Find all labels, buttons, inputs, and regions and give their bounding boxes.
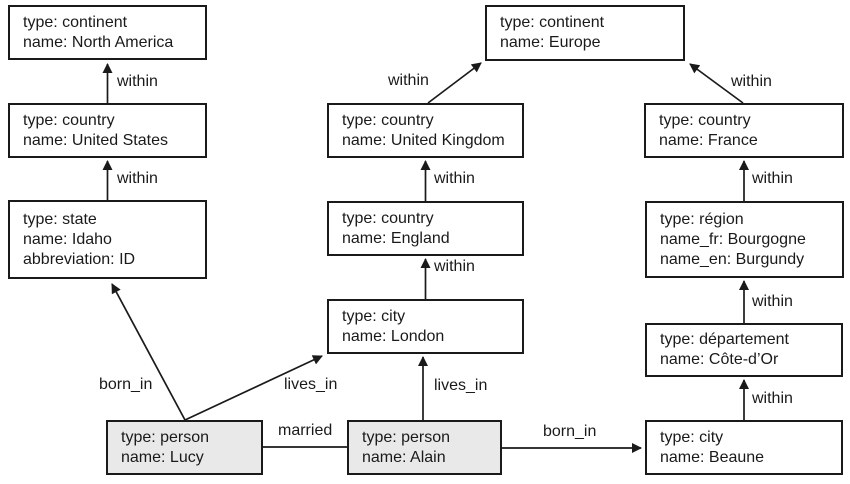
node-bourgogne: type: région name_fr: Bourgogne name_en:… bbox=[645, 201, 844, 278]
node-line: name: England bbox=[342, 229, 450, 247]
node-line: name: Idaho bbox=[23, 230, 112, 248]
node-line: name: Europe bbox=[500, 34, 601, 51]
node-line: type: person bbox=[121, 428, 210, 446]
node-england: type: country name: England bbox=[327, 201, 524, 256]
edge-label-france-to-europe: within bbox=[731, 73, 772, 90]
edge-label-idaho-to-us: within bbox=[117, 170, 158, 187]
node-line: name: Beaune bbox=[660, 448, 765, 466]
node-line: name_fr: Bourgogne bbox=[660, 230, 806, 248]
node-united-kingdom: type: country name: United Kingdom bbox=[327, 103, 524, 158]
edge-lucy-to-idaho bbox=[111, 283, 186, 421]
node-line: type: country bbox=[659, 111, 751, 129]
edge-label-uk-to-europe: within bbox=[388, 72, 429, 89]
node-line: type: city bbox=[342, 307, 406, 325]
node-beaune: type: city name: Beaune bbox=[645, 420, 843, 475]
node-line: type: département bbox=[660, 331, 789, 348]
node-lucy: type: person name: Lucy bbox=[106, 420, 263, 475]
node-line: name_en: Burgundy bbox=[660, 250, 805, 268]
node-line: type: région bbox=[660, 210, 744, 228]
node-line: name: London bbox=[342, 327, 445, 345]
edge-label-bourgogne-to-france: within bbox=[752, 170, 793, 187]
node-line: abbreviation: ID bbox=[23, 250, 136, 268]
node-line: name: Alain bbox=[362, 448, 446, 466]
edge-lucy-to-london bbox=[184, 355, 323, 421]
edge-label-alain-to-london: lives_in bbox=[434, 377, 488, 394]
node-line: name: Lucy bbox=[121, 448, 204, 466]
node-line: type: city bbox=[660, 428, 724, 446]
node-europe: type: continent name: Europe bbox=[485, 5, 685, 61]
node-alain: type: person name: Alain bbox=[347, 420, 502, 475]
edge-label-lucy-to-idaho: born_in bbox=[99, 376, 153, 393]
edge-label-england-to-uk: within bbox=[434, 170, 475, 187]
node-line: name: Côte-d’Or bbox=[660, 351, 779, 368]
edge-label-married: married bbox=[278, 422, 333, 439]
node-london: type: city name: London bbox=[327, 299, 524, 354]
node-line: type: country bbox=[342, 111, 434, 129]
node-north-america: type: continent name: North America bbox=[8, 5, 207, 60]
edge-label-beaune-to-cotedor: within bbox=[752, 390, 793, 407]
node-line: name: France bbox=[659, 131, 758, 149]
node-line: name: United States bbox=[23, 131, 168, 149]
node-line: type: state bbox=[23, 210, 97, 228]
edge-uk-to-europe bbox=[427, 62, 482, 104]
edge-label-alain-to-beaune: born_in bbox=[543, 423, 597, 440]
edge-label-us-to-north-america: within bbox=[117, 73, 158, 90]
node-line: name: United Kingdom bbox=[342, 131, 505, 149]
edge-label-cotedor-to-bourgogne: within bbox=[752, 293, 793, 310]
node-line: type: country bbox=[342, 209, 434, 227]
node-line: name: North America bbox=[23, 33, 174, 51]
node-line: type: continent bbox=[500, 14, 605, 31]
node-cote-dor: type: département name: Côte-d’Or bbox=[645, 323, 843, 377]
edge-label-lucy-to-london: lives_in bbox=[284, 376, 338, 393]
edge-france-to-europe bbox=[689, 63, 744, 104]
node-france: type: country name: France bbox=[644, 103, 844, 158]
node-line: type: continent bbox=[23, 13, 128, 31]
node-line: type: person bbox=[362, 428, 451, 446]
node-united-states: type: country name: United States bbox=[8, 103, 207, 158]
node-idaho: type: state name: Idaho abbreviation: ID bbox=[8, 200, 207, 279]
node-line: type: country bbox=[23, 111, 115, 129]
edge-label-london-to-england: within bbox=[434, 258, 475, 275]
